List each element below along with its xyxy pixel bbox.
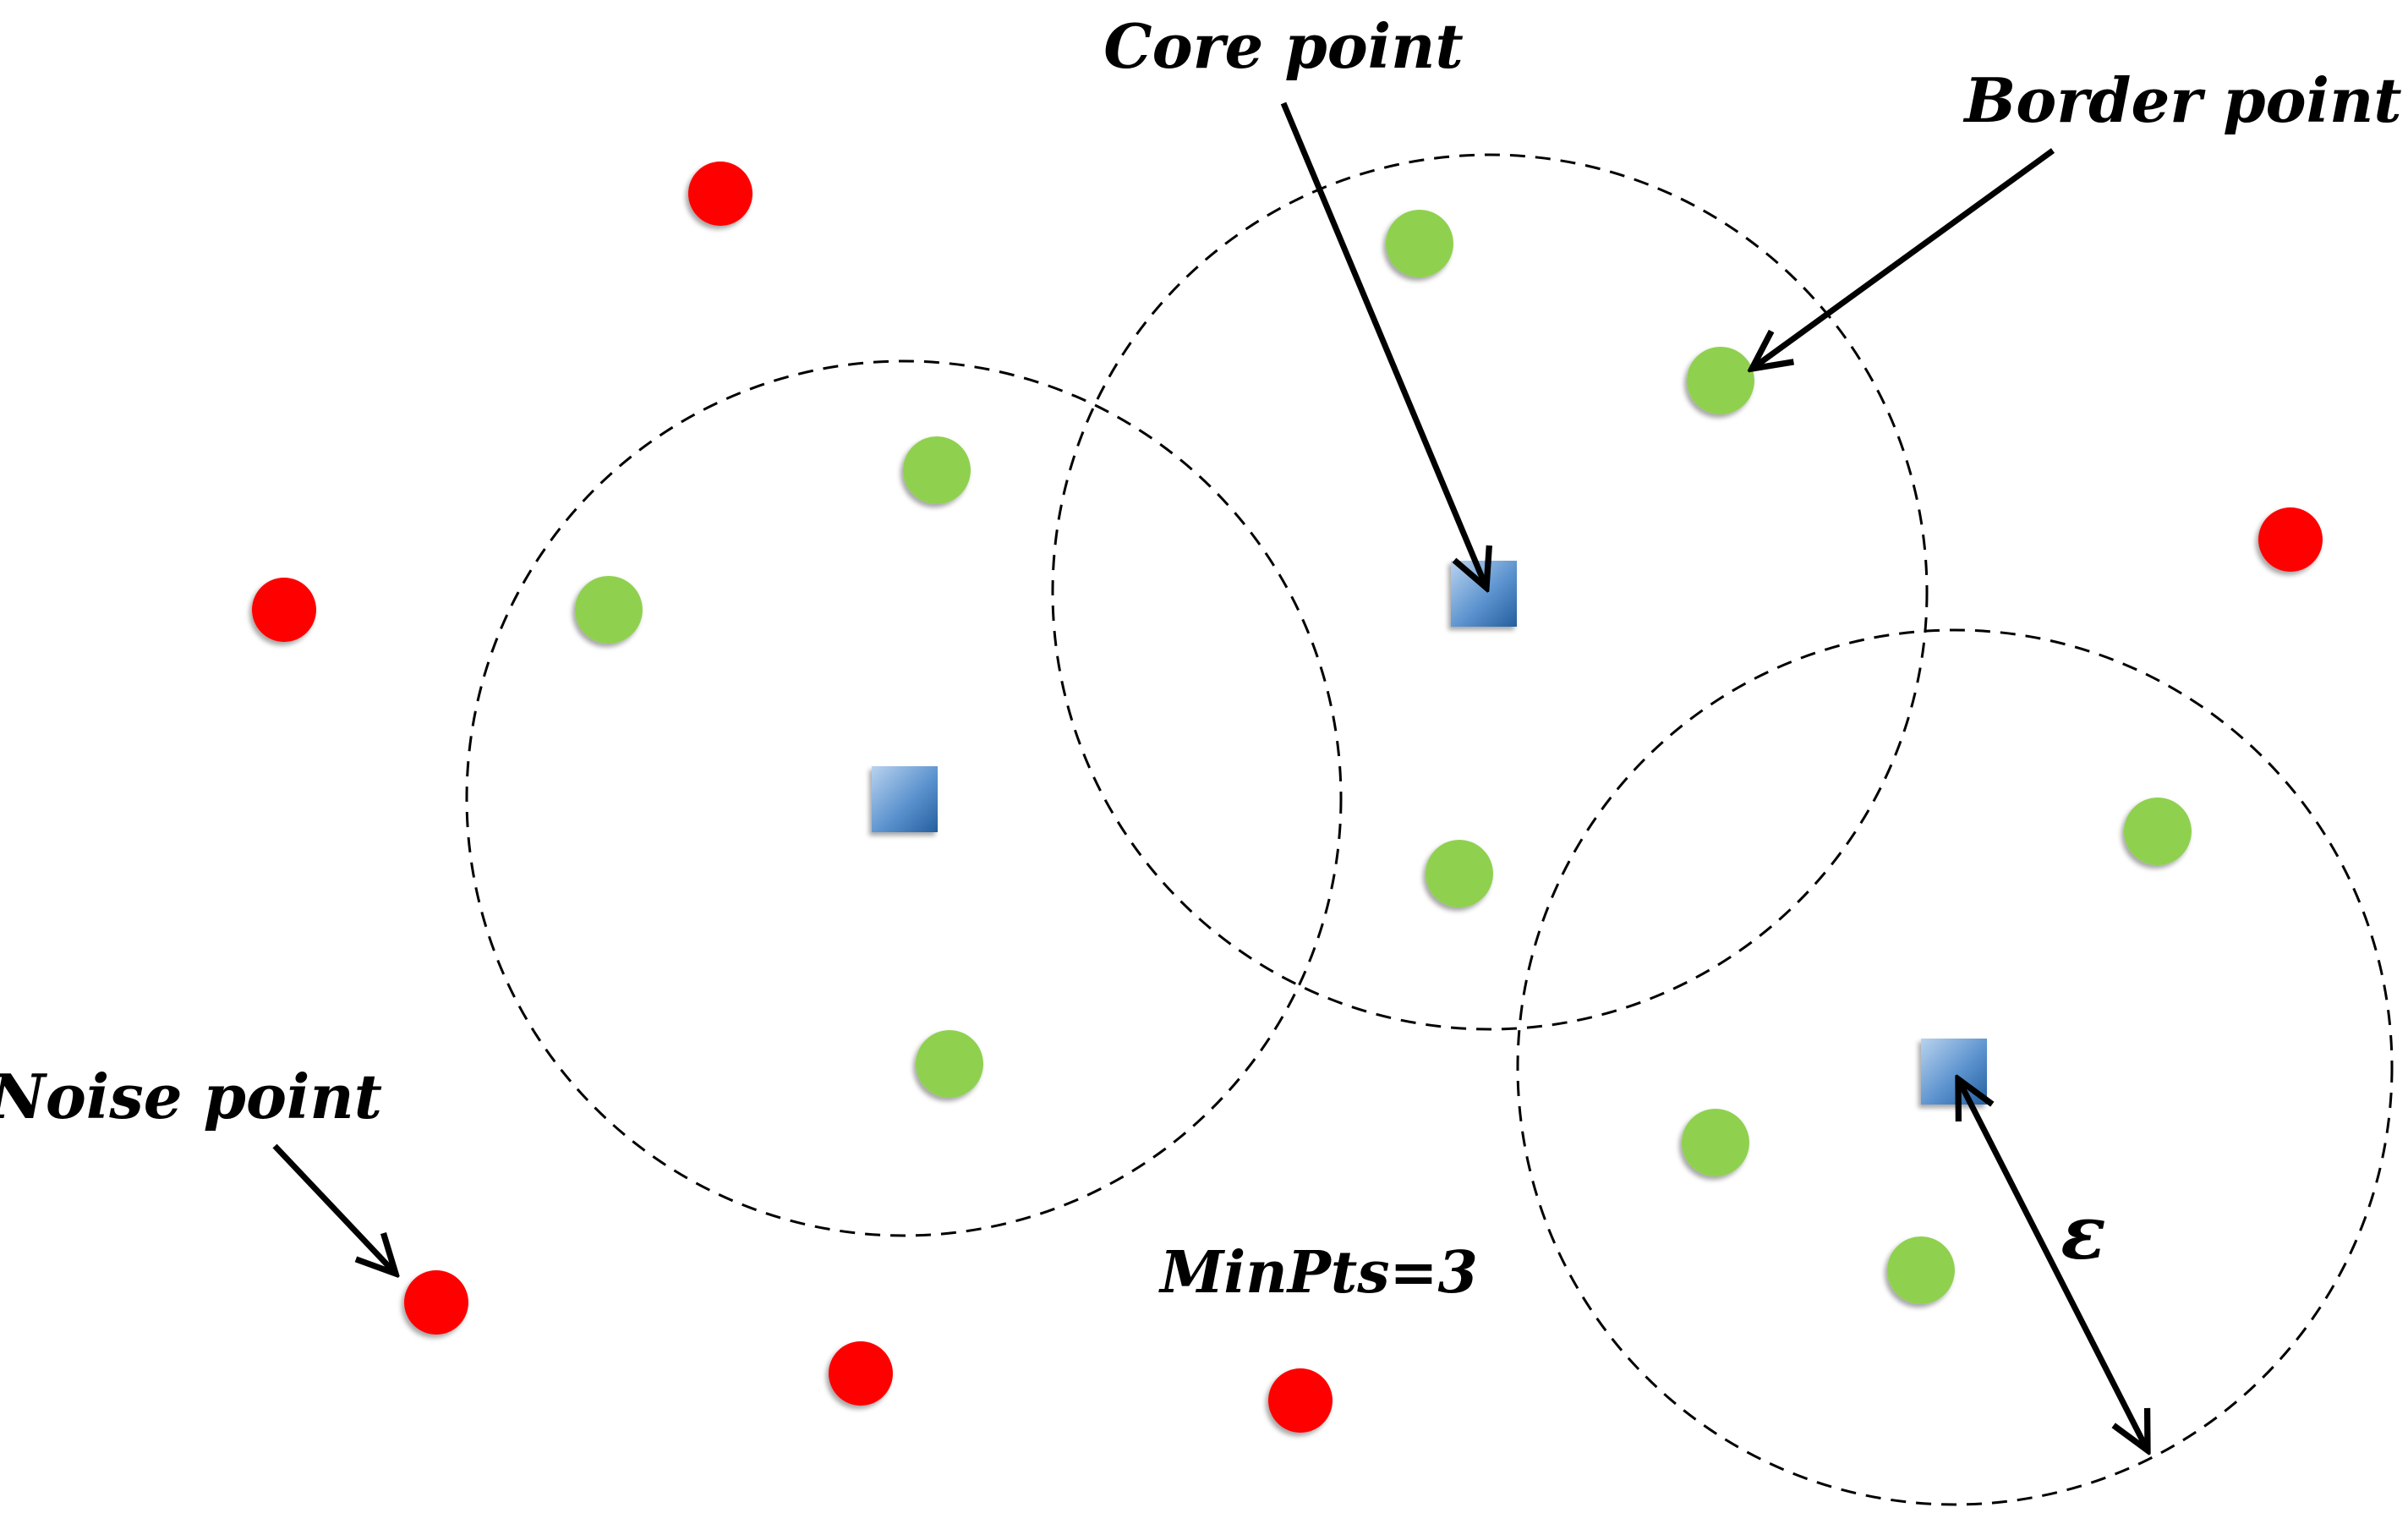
- noise-point: [1268, 1368, 1333, 1433]
- core-point: [1451, 561, 1517, 627]
- border-point: [916, 1030, 983, 1098]
- core-point: [1921, 1039, 1987, 1105]
- core-point-label: Core point: [1103, 10, 1463, 82]
- epsilon-radius-arrow: [1958, 1079, 2148, 1450]
- epsilon-neighbourhoods: [465, 153, 2394, 1506]
- noise-point: [252, 578, 316, 642]
- border-point: [575, 576, 643, 644]
- noise-point: [404, 1270, 468, 1335]
- noise-point: [2258, 507, 2323, 572]
- border-point-label: Border point: [1962, 64, 2401, 136]
- neighbourhood-circle-top: [1051, 153, 1929, 1031]
- border-points: [575, 210, 2192, 1304]
- border-point: [903, 436, 971, 504]
- noise-point-arrow: [272, 1143, 396, 1274]
- border-point: [1386, 210, 1453, 277]
- core-point: [872, 766, 938, 832]
- border-point: [1887, 1236, 1955, 1304]
- border-point: [1682, 1109, 1749, 1176]
- noise-point: [688, 162, 752, 226]
- border-point-arrow: [1752, 148, 2055, 369]
- min-pts-label: MinPts=3: [1158, 1239, 1478, 1307]
- noise-point-label: Noise point: [0, 1061, 382, 1132]
- core-points: [872, 561, 1987, 1105]
- border-point: [1687, 347, 1754, 414]
- border-point: [2124, 798, 2192, 865]
- epsilon-label: ε: [2060, 1188, 2106, 1276]
- noise-points: [252, 162, 2323, 1433]
- neighbourhood-circle-right: [1516, 628, 2394, 1506]
- pointer-arrows: [272, 101, 2148, 1450]
- core-point-arrow: [1280, 101, 1486, 588]
- neighbourhood-circle-left: [465, 359, 1343, 1237]
- border-point: [1426, 840, 1493, 907]
- noise-point: [829, 1341, 893, 1406]
